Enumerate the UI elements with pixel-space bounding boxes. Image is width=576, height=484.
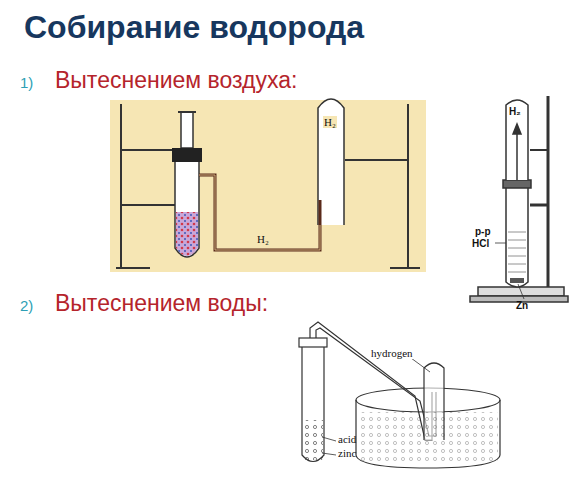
method-heading: Вытеснением воды: bbox=[55, 291, 268, 316]
gas-label: hydrogen bbox=[370, 347, 414, 359]
solution-label: HCl bbox=[472, 238, 489, 249]
method-heading: Вытеснением воздуха: bbox=[55, 68, 297, 93]
metal-label: Zn bbox=[516, 300, 528, 311]
item-number: 2) bbox=[20, 298, 33, 315]
slide-title: Собирание водорода bbox=[24, 10, 364, 45]
solution-label: р-р bbox=[475, 226, 491, 237]
gas-label: H₂ bbox=[323, 116, 337, 128]
acid-label: acid bbox=[338, 433, 356, 445]
gas-label: H₂ bbox=[256, 233, 270, 245]
item-number: 1) bbox=[20, 75, 33, 92]
metal-label: zinc bbox=[338, 447, 356, 459]
gas-label: H₂ bbox=[509, 106, 521, 117]
